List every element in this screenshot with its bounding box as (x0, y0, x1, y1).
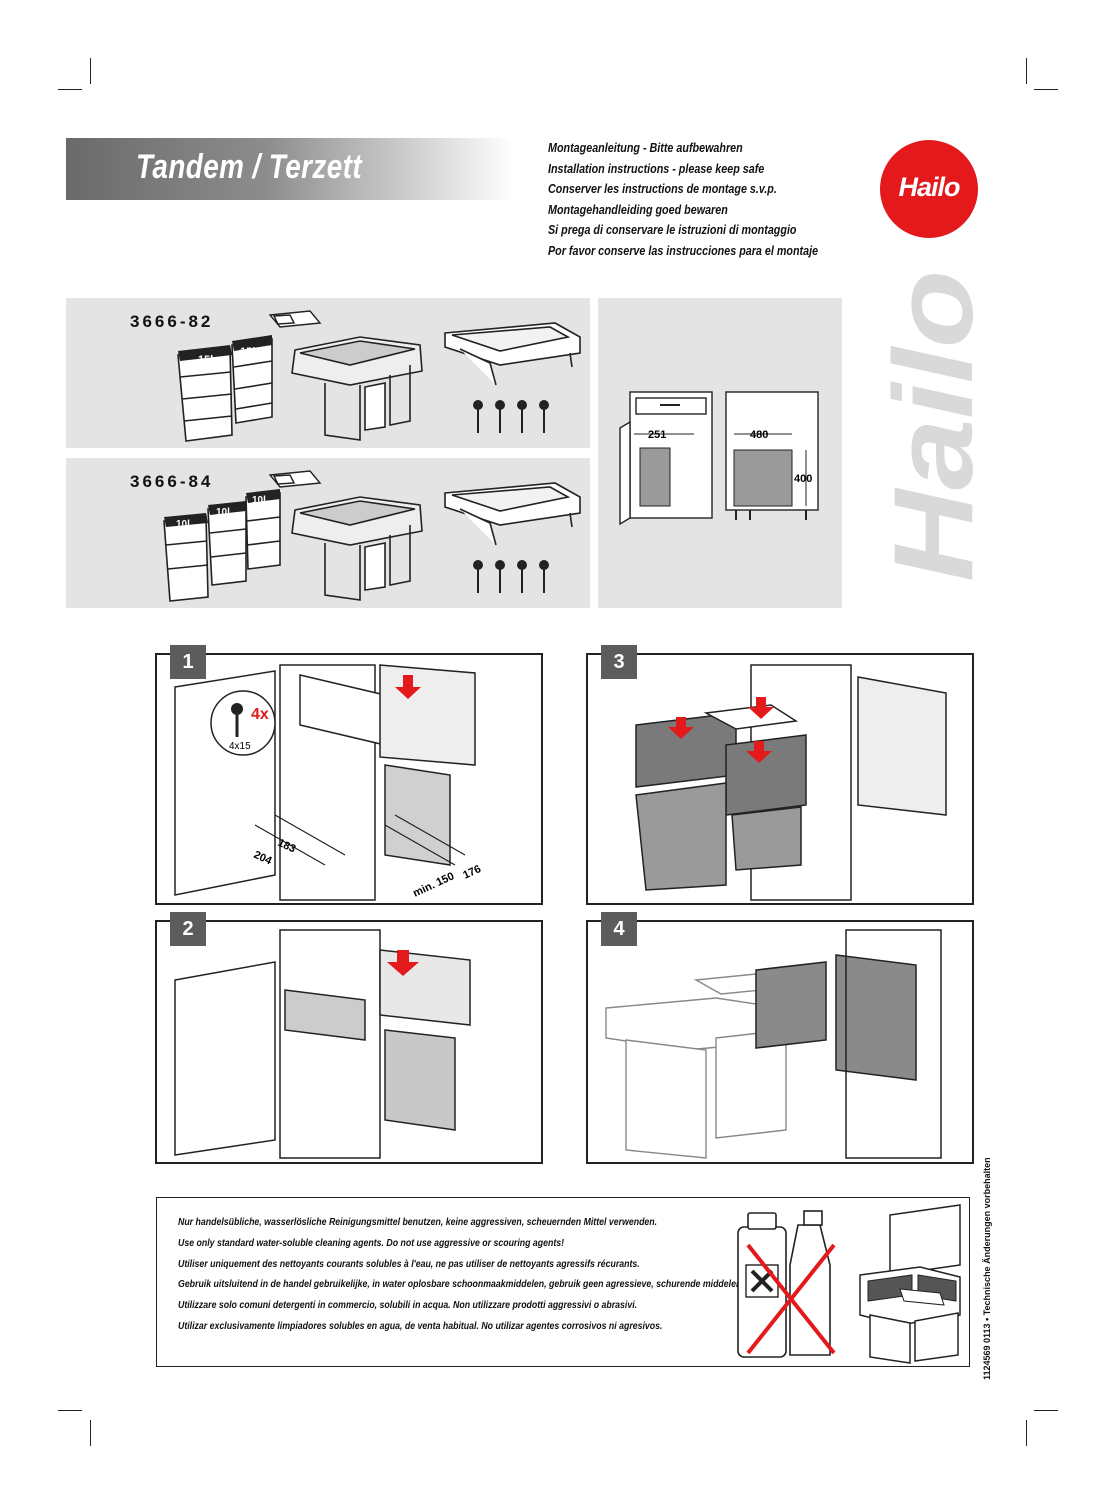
cleaning-line: Nur handelsübliche, wasserlösliche Reini… (178, 1217, 658, 1228)
document-title: Tandem / Terzett (136, 148, 363, 186)
step-2-illustration (174, 929, 471, 1159)
screw-count-label: 4x (251, 706, 269, 723)
brand-vertical-text: Hailo (871, 270, 996, 582)
cleaning-line: Use only standard water-soluble cleaning… (178, 1237, 565, 1249)
crop-mark (1034, 1410, 1058, 1411)
height-dimension-label: 400 (794, 473, 812, 485)
instruction-line: Por favor conserve las instrucciones par… (548, 243, 819, 258)
crop-mark (90, 58, 91, 84)
measure-label: 176 (461, 863, 483, 882)
frame-illustration (291, 496, 423, 601)
screw-callout (210, 690, 276, 756)
cleaning-line: Utilizar exclusivamente limpiadores solu… (178, 1320, 663, 1332)
step-number: 4 (601, 912, 637, 946)
document-footnote: 1124569 0113 • Technische Änderungen vor… (982, 1157, 992, 1380)
step-number: 3 (601, 645, 637, 679)
step-4-illustration (605, 929, 942, 1159)
cleaning-line: Gebruik uitsluitend in de handel gebruik… (178, 1279, 744, 1291)
product-code: 3666-82 (130, 312, 214, 331)
step-1-illustration: 4x 4x15 204 183 176 min. 150 (174, 664, 483, 901)
product-set-illustration: 15l 15l (177, 310, 581, 442)
step-number: 2 (170, 912, 206, 946)
down-arrow-icon (395, 675, 421, 699)
width-dimension-label: 251 (648, 429, 666, 441)
instruction-line: Montageanleitung - Bitte aufbewahren (548, 141, 743, 155)
hailo-logo: Hailo (880, 140, 978, 238)
instruction-line: Si prega di conservare le istruzioni di … (548, 223, 797, 237)
down-arrow-icon (387, 950, 419, 976)
crop-mark (1026, 58, 1027, 84)
depth-dimension-label: 480 (750, 429, 768, 441)
cleaning-notice-box (156, 1197, 970, 1367)
brand-vertical-wordmark: Hailo (871, 270, 996, 582)
cleaning-instructions: Nur handelsübliche, wasserlösliche Reini… (178, 1213, 744, 1338)
product-set-illustration: 10l 10l 10l (163, 470, 581, 602)
screw-size-label: 4x15 (229, 741, 251, 752)
bin-capacity-label: 15l (240, 346, 255, 358)
step-3-illustration (635, 664, 947, 901)
lid-illustration (268, 470, 322, 488)
crop-mark (58, 1410, 82, 1411)
screw-set-icon (473, 400, 549, 433)
cover-illustration (444, 322, 581, 386)
crop-mark (90, 1420, 91, 1446)
crop-mark (58, 89, 82, 90)
bin-capacity-label: 10l (252, 495, 266, 506)
product-code: 3666-84 (130, 472, 214, 491)
screw-set-icon (473, 560, 549, 593)
instruction-notice: Montageanleitung - Bitte aufbewahren Ins… (548, 138, 819, 261)
cleaning-line: Utilizzare solo comuni detergenti in com… (178, 1300, 638, 1312)
cover-illustration (444, 482, 581, 546)
no-aggressive-cleaners-icon (737, 1210, 836, 1358)
instruction-line: Conserver les instructions de montage s.… (548, 182, 777, 196)
bin-illustration (177, 338, 273, 442)
bin-capacity-label: 10l (216, 507, 230, 518)
frame-illustration (291, 336, 423, 441)
instruction-line: Montagehandleiding goed bewaren (548, 202, 728, 217)
title-band: Tandem / Terzett (66, 138, 514, 200)
lid-illustration (268, 310, 322, 328)
crop-mark (1026, 1420, 1027, 1446)
cabinet-dimension-drawing: 251 480 400 (619, 391, 819, 526)
cleaning-line: Utiliser uniquement des nettoyants coura… (178, 1258, 640, 1270)
cleaning-illustration (859, 1204, 961, 1364)
cross-icon (746, 1243, 836, 1355)
down-arrow-icon (668, 697, 774, 763)
measure-label: min. 150 (411, 870, 456, 899)
bin-capacity-label: 15l (198, 354, 213, 366)
instruction-line: Installation instructions - please keep … (548, 161, 765, 176)
crop-mark (1034, 89, 1058, 90)
step-number: 1 (170, 645, 206, 679)
bin-capacity-label: 10l (176, 519, 190, 530)
